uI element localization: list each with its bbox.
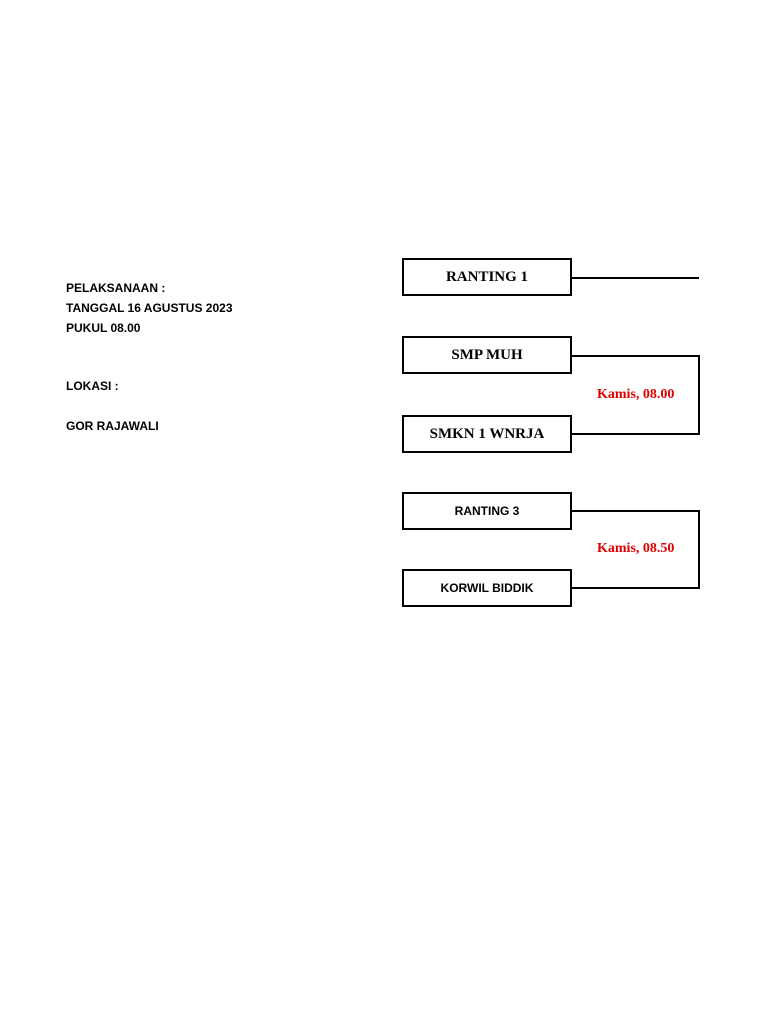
team-box-ranting-1: RANTING 1 <box>402 258 572 296</box>
team-name: RANTING 3 <box>454 504 520 518</box>
team-name: SMKN 1 WNRJA <box>429 425 545 442</box>
bracket-line-match2-top <box>572 510 700 512</box>
lokasi-label: LOKASI : <box>66 379 119 393</box>
bracket-line-match1-bottom <box>572 433 700 435</box>
bracket-line-match1-vertical <box>698 355 700 435</box>
team-box-smp-muh: SMP MUH <box>402 336 572 374</box>
bracket-line-bye <box>572 277 699 279</box>
pukul-text: PUKUL 08.00 <box>66 321 141 335</box>
team-name: SMP MUH <box>451 346 523 363</box>
team-box-smkn-1-wnrja: SMKN 1 WNRJA <box>402 415 572 453</box>
team-box-ranting-3: RANTING 3 <box>402 492 572 530</box>
match1-schedule: Kamis, 08.00 <box>597 387 675 402</box>
match2-schedule: Kamis, 08.50 <box>597 541 675 556</box>
tanggal-text: TANGGAL 16 AGUSTUS 2023 <box>66 301 233 315</box>
lokasi-text: GOR RAJAWALI <box>66 419 159 433</box>
bracket-line-match1-top <box>572 355 700 357</box>
bracket-line-match2-vertical <box>698 510 700 589</box>
pelaksanaan-label: PELAKSANAAN : <box>66 281 166 295</box>
team-name: KORWIL BIDDIK <box>440 581 534 595</box>
bracket-line-match2-bottom <box>572 587 700 589</box>
team-box-korwil-biddik: KORWIL BIDDIK <box>402 569 572 607</box>
team-name: RANTING 1 <box>445 268 529 285</box>
